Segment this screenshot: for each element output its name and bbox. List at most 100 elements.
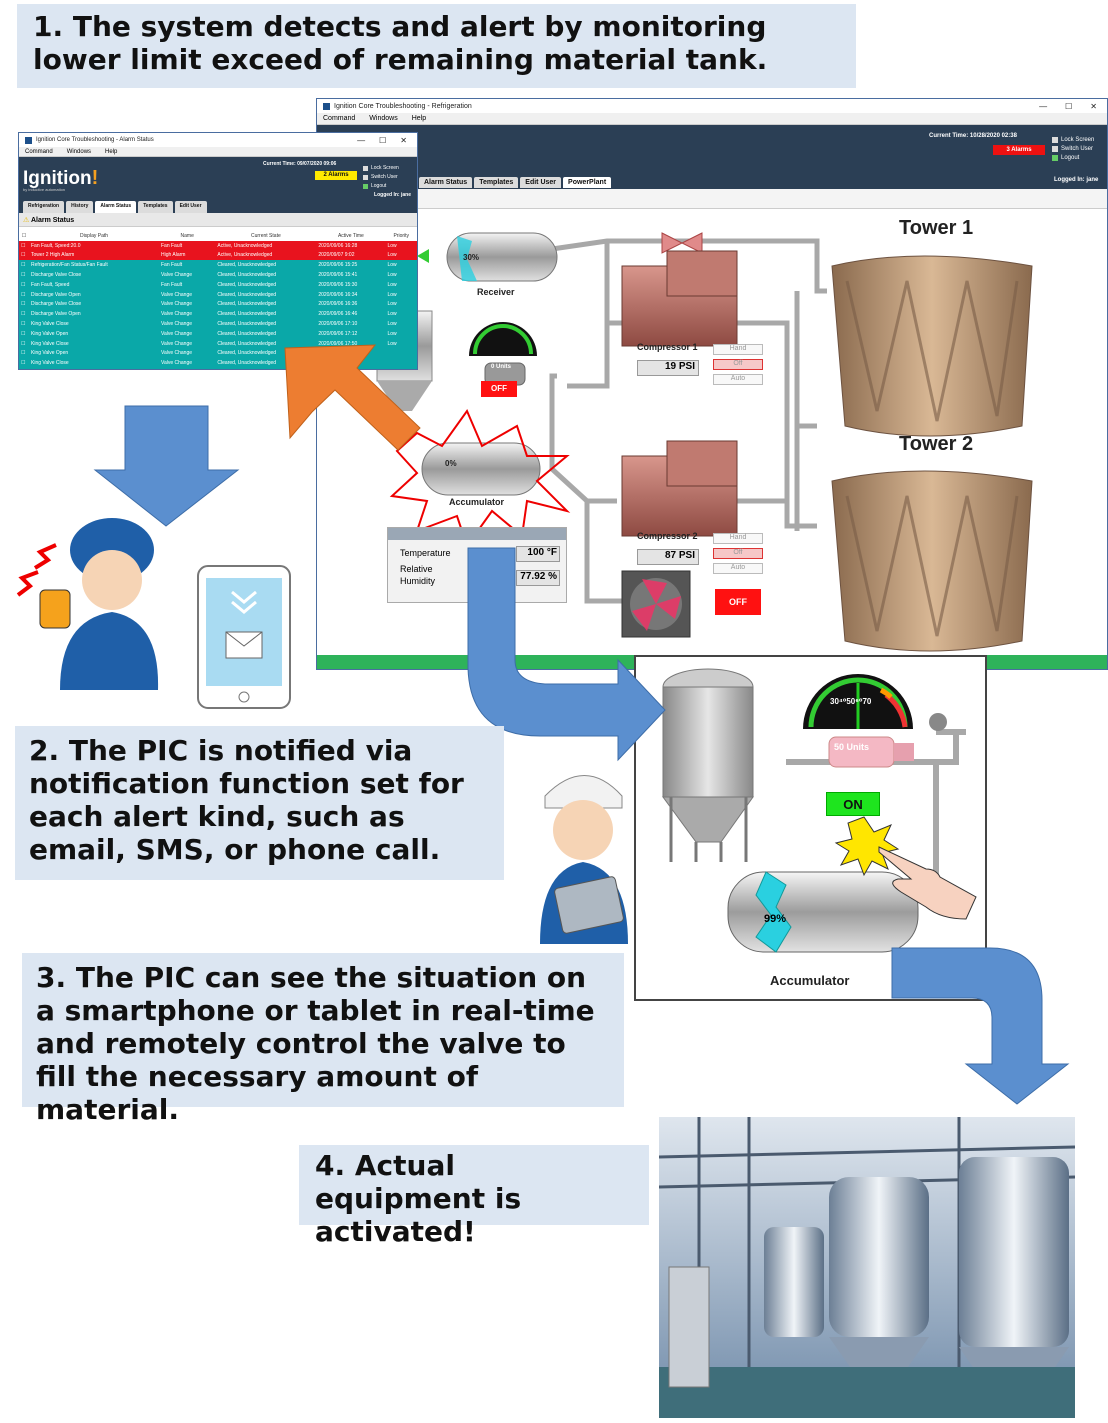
col-priority[interactable]: Priority xyxy=(385,231,417,241)
menu-command[interactable]: Command xyxy=(323,115,356,122)
logout-button[interactable]: Logout xyxy=(363,183,399,189)
valve-off-button[interactable]: OFF xyxy=(481,381,517,397)
tab-alarm-status[interactable]: Alarm Status xyxy=(95,201,137,213)
alarm-cell-time: 2020/09/06 17:50 xyxy=(316,338,386,349)
col-current-state[interactable]: Current State xyxy=(215,231,317,241)
maximize-icon[interactable]: ☐ xyxy=(379,135,387,145)
tab-powerplant[interactable]: PowerPlant xyxy=(563,177,612,188)
compressor-2-off-button[interactable]: Off xyxy=(713,548,763,559)
col-display-path[interactable]: Display Path xyxy=(29,231,159,241)
row-checkbox[interactable]: ☐ xyxy=(19,270,29,280)
logout-button[interactable]: Logout xyxy=(1052,155,1094,161)
alarm-cell-name: Valve Change xyxy=(158,338,216,349)
alarm-count-badge[interactable]: 3 Alarms xyxy=(993,145,1045,155)
menu-windows[interactable]: Windows xyxy=(66,148,92,155)
alarm-cell-time: 2020/09/06 16:28 xyxy=(316,240,386,251)
environment-panel: Temperature Relative Humidity 100 °F 77.… xyxy=(387,527,567,603)
close-icon[interactable]: ✕ xyxy=(400,135,407,145)
alarm-cell-path: Discharge Valve Close xyxy=(29,299,159,310)
maximize-icon[interactable]: ☐ xyxy=(1065,101,1073,111)
col-active-time[interactable]: Active Time xyxy=(316,231,386,241)
menu-windows[interactable]: Windows xyxy=(369,115,398,122)
compressor-1-auto-button[interactable]: Auto xyxy=(713,374,763,385)
row-checkbox[interactable]: ☐ xyxy=(19,358,29,369)
valve-units: 0 Units xyxy=(491,364,512,370)
down-arrow-icon xyxy=(93,405,240,527)
row-checkbox[interactable]: ☐ xyxy=(19,240,29,251)
alarm-cell-path: King Valve Close xyxy=(29,358,159,369)
row-checkbox[interactable]: ☐ xyxy=(19,338,29,349)
compressor-1-hand-button[interactable]: Hand xyxy=(713,344,763,355)
menu-help[interactable]: Help xyxy=(411,115,427,122)
tab-edit-user[interactable]: Edit User xyxy=(520,177,562,188)
alarm-cell-name: Valve Change xyxy=(158,309,216,320)
close-icon[interactable]: ✕ xyxy=(1090,101,1097,111)
row-checkbox[interactable]: ☐ xyxy=(19,289,29,300)
alarm-cell-name: Valve Change xyxy=(158,358,216,369)
compressor-2-auto-button[interactable]: Auto xyxy=(713,563,763,574)
tab-history[interactable]: History xyxy=(66,201,94,213)
compressor-1-off-button[interactable]: Off xyxy=(713,359,763,370)
switch-user-button[interactable]: Switch User xyxy=(363,174,399,180)
row-checkbox[interactable]: ☐ xyxy=(19,279,29,290)
menu-command[interactable]: Command xyxy=(25,148,53,155)
alert-starburst-icon xyxy=(389,408,571,549)
header: Current Time: 10/28/2020 02:38 3 Alarms … xyxy=(317,125,1107,189)
row-checkbox[interactable]: ☐ xyxy=(19,250,29,261)
alarm-cell-path: Discharge Valve Open xyxy=(29,289,159,300)
alarm-table-header: ☐ Display Path Name Current State Active… xyxy=(19,231,417,241)
tab-edit-user[interactable]: Edit User xyxy=(174,201,207,213)
alarm-cell-path: King Valve Close xyxy=(29,319,159,329)
tower-2-label: Tower 2 xyxy=(899,433,974,455)
lock-screen-button[interactable]: Lock Screen xyxy=(1052,137,1094,143)
tab-alarm-status[interactable]: Alarm Status xyxy=(419,177,473,188)
accumulator-level: 0% xyxy=(445,459,457,468)
alarm-cell-state: Cleared, Unacknowledged xyxy=(215,299,317,310)
row-checkbox[interactable]: ☐ xyxy=(19,328,29,339)
menu-help[interactable]: Help xyxy=(105,148,118,155)
select-all-checkbox[interactable]: ☐ xyxy=(19,231,29,241)
col-name[interactable]: Name xyxy=(158,231,216,241)
switch-user-button[interactable]: Switch User xyxy=(1052,146,1094,152)
alarm-cell-time: 2020/09/06 17:10 xyxy=(316,319,386,329)
row-checkbox[interactable]: ☐ xyxy=(19,319,29,329)
humidity-label-1: Relative xyxy=(400,564,433,574)
logged-in-user: Logged In: jane xyxy=(374,192,411,198)
minimize-icon[interactable]: — xyxy=(357,135,366,145)
compressor-2-hand-button[interactable]: Hand xyxy=(713,533,763,544)
lock-screen-button[interactable]: Lock Screen xyxy=(363,165,399,171)
tab-templates[interactable]: Templates xyxy=(474,177,519,188)
row-checkbox[interactable]: ☐ xyxy=(19,348,29,359)
level-gauge xyxy=(803,674,913,729)
compressor-1-psi: 19 PSI xyxy=(637,360,699,376)
valve-on-button[interactable]: ON xyxy=(826,792,880,816)
row-checkbox[interactable]: ☐ xyxy=(19,260,29,271)
compressor-2-off-state[interactable]: OFF xyxy=(715,589,761,615)
row-checkbox[interactable]: ☐ xyxy=(19,368,29,369)
alarm-cell-priority: Low xyxy=(385,289,417,300)
minimize-icon[interactable]: — xyxy=(1039,101,1048,111)
tab-refrigeration[interactable]: Refrigeration xyxy=(23,201,65,213)
alarm-count-badge[interactable]: 2 Alarms xyxy=(315,171,357,180)
window-title: Ignition Core Troubleshooting - Refriger… xyxy=(334,102,472,110)
alarm-cell-name: Valve Change xyxy=(158,289,216,300)
tab-templates[interactable]: Templates xyxy=(138,201,173,213)
alarm-cell-name: Valve Change xyxy=(158,368,216,369)
row-checkbox[interactable]: ☐ xyxy=(19,299,29,310)
row-checkbox[interactable]: ☐ xyxy=(19,309,29,320)
alarm-cell-time: 2020/09/06 17:12 xyxy=(316,328,386,339)
